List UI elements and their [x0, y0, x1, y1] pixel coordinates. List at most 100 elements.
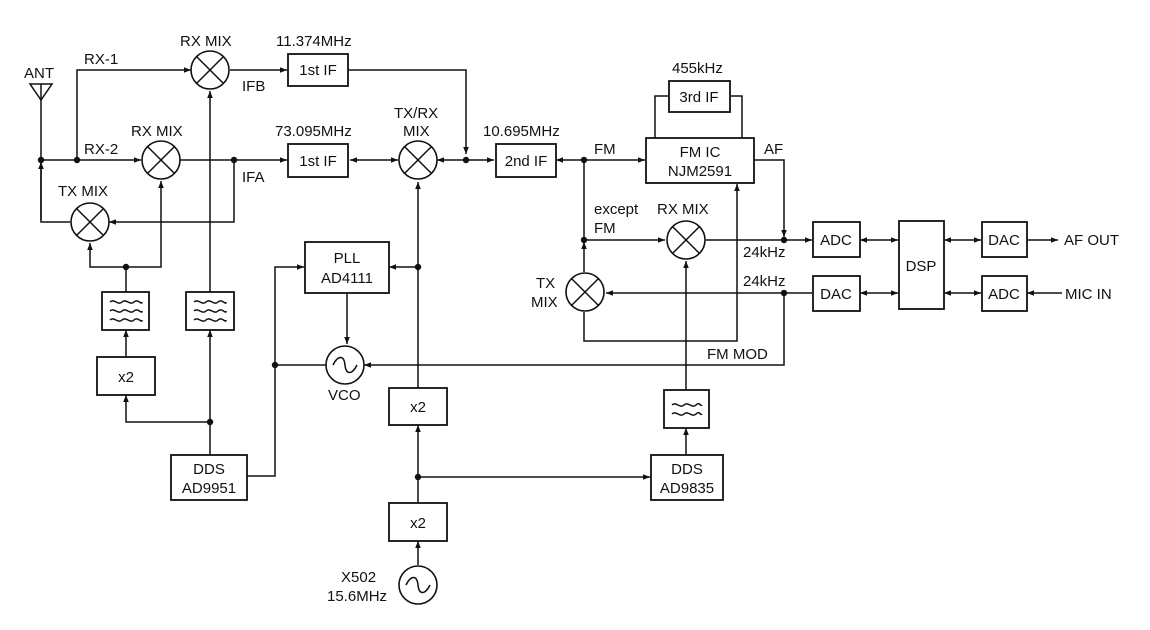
junction [37, 156, 45, 164]
filter-right-symbol [663, 389, 710, 429]
wires [38, 67, 1062, 565]
junction [462, 156, 470, 164]
txrx-mix-symbol [398, 140, 438, 180]
tx-mix-right-symbol [565, 272, 605, 312]
junctions [37, 156, 788, 481]
label-rx-mix-right: RX MIX [657, 201, 709, 218]
junction [122, 263, 130, 271]
wire-dds1-x2left [123, 395, 210, 423]
svg-text:3rd IF: 3rd IF [679, 89, 718, 106]
filter-left-symbol [101, 291, 150, 331]
vco-symbol [325, 345, 365, 385]
label-freq-73095: 73.095MHz [275, 123, 352, 140]
svg-text:2nd IF: 2nd IF [505, 153, 548, 170]
label-af-out: AF OUT [1064, 232, 1119, 249]
label-freq-455: 455kHz [672, 60, 723, 77]
label-rx-mix-mid: RX MIX [131, 123, 183, 140]
block-dsp: DSP [898, 220, 945, 310]
block-dac-tx: DAC [812, 275, 861, 312]
svg-text:NJM2591: NJM2591 [668, 163, 732, 180]
label-fm-mod: FM MOD [707, 346, 768, 363]
block-pll: PLL AD4111 [304, 241, 390, 294]
rx-mix-right-symbol [666, 220, 706, 260]
label-tx-right: TX [536, 275, 555, 292]
rx-mix-mid-symbol [141, 140, 181, 180]
svg-text:x2: x2 [118, 369, 134, 386]
block-x2-bottom: x2 [388, 502, 448, 542]
junction [780, 236, 788, 244]
wire-3rdif-left [654, 95, 668, 138]
label-rx-mix-top: RX MIX [180, 33, 232, 50]
block-dds-ad9951: DDS AD9951 [170, 454, 248, 501]
svg-text:x2: x2 [410, 515, 426, 532]
label-mix-right: MIX [531, 294, 558, 311]
block-adc-mic: ADC [981, 275, 1028, 312]
svg-text:DDS: DDS [193, 461, 225, 478]
wire-filter1-txmix [87, 243, 126, 268]
svg-text:AD9951: AD9951 [182, 480, 236, 497]
wire-fm-mod [364, 293, 785, 368]
block-1st-if-b: 1st IF [287, 53, 349, 87]
crystal-oscillator-symbol [398, 565, 438, 605]
junction [230, 156, 238, 164]
junction [206, 418, 214, 426]
label-xtal-name: X502 [341, 569, 376, 586]
svg-text:ADC: ADC [820, 232, 852, 249]
svg-text:AD9835: AD9835 [660, 480, 714, 497]
block-dac-out: DAC [981, 221, 1028, 258]
block-x2-left: x2 [96, 356, 156, 396]
svg-text:ADC: ADC [988, 286, 1020, 303]
svg-text:1st IF: 1st IF [299, 62, 337, 79]
block-dds-ad9835: DDS AD9835 [650, 454, 724, 501]
wire-txmix-fmic [583, 184, 740, 342]
label-rx2: RX-2 [84, 141, 118, 158]
svg-text:DAC: DAC [820, 286, 852, 303]
wire-dds1-pll [247, 365, 276, 477]
svg-text:DSP: DSP [906, 258, 937, 275]
junction [580, 156, 588, 164]
junction [73, 156, 81, 164]
wire-rx1 [76, 67, 191, 160]
block-1st-if-a: 1st IF [287, 143, 349, 178]
labels: ANT RX-1 RX-2 RX MIX RX MIX TX MIX TX/RX… [24, 33, 1119, 605]
label-rx1: RX-1 [84, 51, 118, 68]
label-ant: ANT [24, 65, 54, 82]
filter-mid-symbol [185, 291, 235, 331]
svg-text:DAC: DAC [988, 232, 1020, 249]
svg-text:1st IF: 1st IF [299, 153, 337, 170]
wire-3rdif-right [731, 95, 743, 138]
label-txrx-2: MIX [403, 123, 430, 140]
junction [271, 361, 279, 369]
tx-mix-left-symbol [70, 202, 110, 242]
block-3rd-if: 3rd IF [668, 80, 731, 113]
wire-af [754, 159, 787, 237]
label-vco: VCO [328, 387, 361, 404]
svg-text:AD4111: AD4111 [321, 270, 373, 287]
label-mic-in: MIC IN [1065, 286, 1112, 303]
block-fm-ic: FM IC NJM2591 [645, 137, 755, 184]
svg-text:FM IC: FM IC [680, 144, 721, 161]
label-fm: FM [594, 141, 616, 158]
label-ifa: IFA [242, 169, 265, 186]
svg-text:PLL: PLL [334, 250, 361, 267]
block-2nd-if: 2nd IF [495, 143, 557, 178]
junction [780, 289, 788, 297]
svg-text:DDS: DDS [671, 461, 703, 478]
antenna-icon [28, 83, 54, 102]
label-freq-11374: 11.374MHz [276, 33, 352, 50]
rx-mix-top-symbol [190, 50, 230, 90]
label-xtal-freq: 15.6MHz [327, 588, 387, 605]
label-freq-10695: 10.695MHz [483, 123, 560, 140]
svg-text:x2: x2 [410, 399, 426, 416]
junction [414, 263, 422, 271]
label-24khz-bottom: 24kHz [743, 273, 786, 290]
label-af: AF [764, 141, 783, 158]
wire-ifb-to-sum [348, 69, 469, 154]
junction [580, 236, 588, 244]
label-tx-mix-left: TX MIX [58, 183, 108, 200]
label-txrx-1: TX/RX [394, 105, 438, 122]
block-adc-rx: ADC [812, 221, 861, 258]
block-x2-mid: x2 [388, 387, 448, 426]
label-except: except [594, 201, 639, 218]
